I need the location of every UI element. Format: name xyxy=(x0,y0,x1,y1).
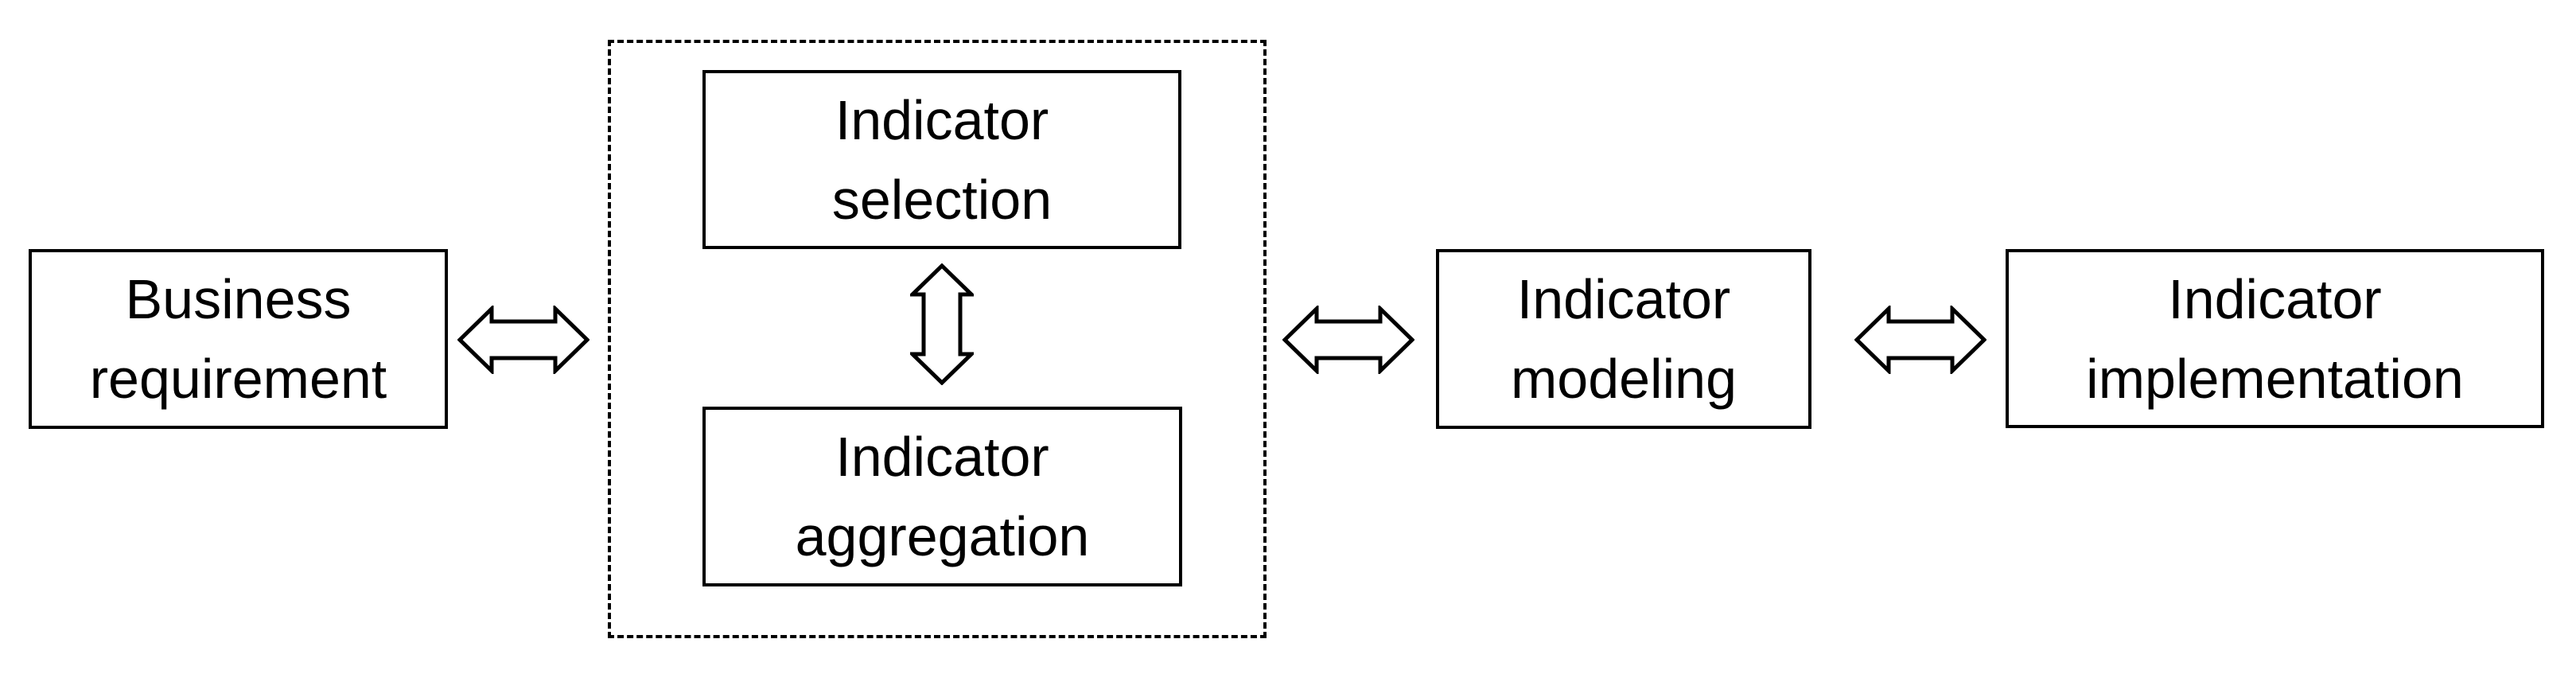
indicator-selection-label-line1: Indicator xyxy=(835,88,1049,151)
connector-selection-to-aggregation xyxy=(910,263,974,385)
indicator-design-group xyxy=(608,40,1267,638)
business-requirement-label-line2: requirement xyxy=(89,348,387,410)
indicator-modeling-label-line1: Indicator xyxy=(1516,268,1731,330)
indicator-selection-box: Indicator selection xyxy=(702,70,1181,249)
business-requirement-label-line1: Business xyxy=(125,268,352,330)
indicator-implementation-label-line2: implementation xyxy=(2086,347,2464,410)
indicator-implementation-box: Indicator implementation xyxy=(2006,249,2544,428)
connector-business-to-group xyxy=(457,306,590,374)
indicator-aggregation-label-line2: aggregation xyxy=(795,505,1090,567)
double-arrow-horizontal-icon xyxy=(457,306,590,374)
double-arrow-horizontal-icon xyxy=(1282,306,1414,374)
indicator-selection-label-line2: selection xyxy=(831,168,1053,231)
double-arrow-vertical-icon xyxy=(910,263,974,385)
connector-modeling-to-implementation xyxy=(1854,306,1986,374)
connector-group-to-modeling xyxy=(1282,306,1414,374)
business-requirement-box: Business requirement xyxy=(29,249,448,429)
indicator-implementation-label-line1: Indicator xyxy=(2168,267,2382,330)
indicator-aggregation-box: Indicator aggregation xyxy=(702,407,1182,586)
double-arrow-horizontal-icon xyxy=(1854,306,1986,374)
indicator-modeling-box: Indicator modeling xyxy=(1436,249,1811,429)
indicator-modeling-label-line2: modeling xyxy=(1510,348,1737,410)
indicator-aggregation-label-line1: Indicator xyxy=(835,426,1049,488)
